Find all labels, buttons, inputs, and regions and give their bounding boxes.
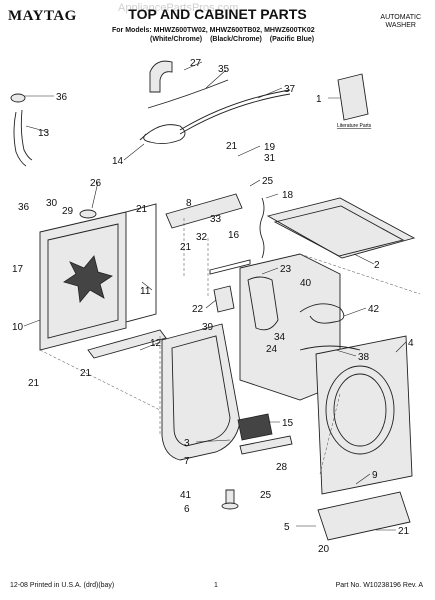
part-11-side-panel [125,203,157,323]
callout-36: 36 [56,92,68,103]
callout-14: 14 [112,156,124,167]
callout-4: 4 [408,338,414,349]
callout-6: 6 [184,504,190,515]
page-title: TOP AND CABINET PARTS [128,6,307,22]
callout-28: 28 [276,462,288,473]
callout-18: 18 [282,190,294,201]
callout-39: 39 [202,322,214,333]
callout-7: 7 [184,456,190,467]
callout-42: 42 [368,304,380,315]
part-9-toe-panel [317,491,411,541]
product-type: AUTOMATIC WASHER [380,14,421,30]
part-35-wire [147,79,229,109]
callout-24: 24 [266,344,278,355]
callout-31: 31 [264,153,276,164]
part-36-cap [10,93,26,103]
product-type-line2: WASHER [385,22,416,29]
callout-10: 10 [12,322,24,333]
callout-32: 32 [196,232,208,243]
part-2-top-panel [266,197,416,259]
callout-25: 25 [262,176,274,187]
callout-40: 40 [300,278,312,289]
callout-22: 22 [192,304,204,315]
part-12-rail [87,329,167,359]
callout-11: 11 [140,286,151,297]
part-14-harness [139,124,186,145]
part-28-bracket [239,435,293,455]
color-list: (White/Chrome) (Black/Chrome) (Pacific B… [150,36,320,43]
part-22-latch [213,285,235,313]
callout-34: 34 [274,332,286,343]
callout-23: 23 [280,264,292,275]
part-16-bracket [165,193,243,229]
callout-21c: 21 [180,242,192,253]
callout-25b: 25 [260,490,272,501]
callout-29: 29 [62,206,74,217]
callout-13: 13 [38,128,50,139]
callout-30: 30 [46,198,58,209]
callout-26: 26 [90,178,102,189]
callout-5: 5 [284,522,290,533]
callout-2: 2 [374,260,380,271]
callout-41: 41 [180,490,192,501]
callout-21b: 21 [136,204,148,215]
part-4-front-panel [315,335,413,495]
color-blue: (Pacific Blue) [269,36,315,43]
callout-21e: 21 [80,368,92,379]
watermark: AppliancePartsPros.com [118,2,239,14]
part-13-hose [13,109,33,167]
callout-17: 17 [12,264,24,275]
literature-label: Literature Parts [337,123,372,129]
part-42-harness [299,303,345,324]
product-type-line1: AUTOMATIC [380,14,421,21]
callout-16: 16 [228,230,240,241]
footer-print-info: 12-08 Printed in U.S.A. (drd)(bay) [10,582,115,589]
callout-20: 20 [318,544,330,555]
brand-logo: MAYTAG [8,8,77,24]
callout-15: 15 [282,418,294,429]
part-18-spring [259,197,265,259]
part-6-foot [225,489,235,505]
part-26-grommet [79,209,97,219]
callout-33: 33 [210,214,222,225]
callout-36b: 36 [18,202,30,213]
footer-page-number: 1 [214,582,218,589]
callout-1: 1 [316,94,322,105]
part-37-harness [179,89,291,131]
callout-21f: 21 [398,526,410,537]
footer-part-number: Part No. W10238196 Rev. A [335,582,423,589]
color-white: (White/Chrome) [150,36,203,43]
callout-9: 9 [372,470,378,481]
rear-panel-spider [63,255,113,303]
callout-21d: 21 [28,378,40,389]
part-38-wire [299,345,361,351]
color-black: (Black/Chrome) [210,36,262,43]
callout-37: 37 [284,84,296,95]
callout-19: 19 [264,142,276,153]
front-door-frame [161,323,241,461]
callout-8: 8 [186,198,192,209]
callout-3: 3 [184,438,190,449]
part-27-clip [149,60,173,93]
part-15-control [237,413,273,441]
callout-21: 21 [226,141,238,152]
callout-38: 38 [358,352,370,363]
door-opening [325,365,395,455]
model-list: For Models: MHWZ600TW02, MHWZ600TB02, MH… [112,27,315,34]
callout-35: 35 [218,64,230,75]
part-33-strip [209,259,251,275]
part-1-literature [337,73,369,121]
callout-27: 27 [190,58,202,69]
